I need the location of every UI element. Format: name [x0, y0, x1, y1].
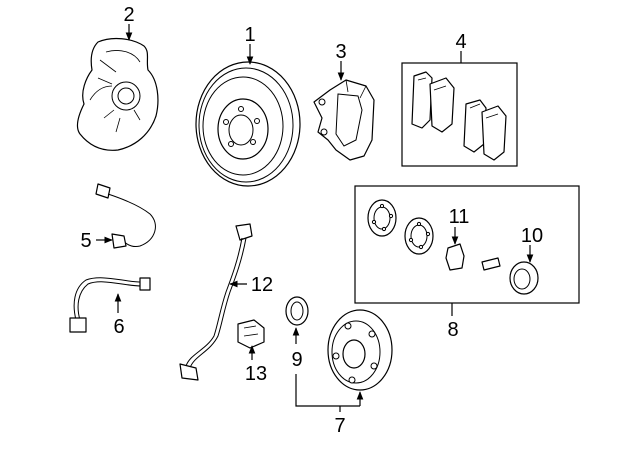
leader-lines [96, 24, 534, 412]
wheel-hub-part [327, 309, 393, 391]
callout-9: 9 [291, 349, 302, 371]
callout-4: 4 [455, 31, 466, 53]
wear-sensor-part [95, 183, 156, 249]
callout-3: 3 [335, 41, 346, 63]
brake-hose-part [69, 277, 151, 333]
callout-13: 13 [245, 363, 267, 385]
callout-11: 11 [449, 206, 470, 228]
brake-caliper-part [313, 79, 375, 161]
callout-8: 8 [447, 319, 458, 341]
callout-5: 5 [80, 230, 91, 252]
callout-1: 1 [244, 24, 255, 46]
callout-10: 10 [521, 225, 543, 247]
callout-labels: 2 1 3 4 5 6 12 13 9 7 11 10 8 [80, 4, 543, 437]
sensor-clip-part [237, 319, 265, 349]
callout-7: 7 [334, 415, 345, 437]
callout-6: 6 [113, 316, 124, 338]
abs-sensor-part [179, 223, 253, 381]
bearing-kit-group [354, 185, 580, 304]
callout-2: 2 [123, 4, 134, 26]
brake-rotor-part [195, 61, 301, 187]
brake-pads-group [401, 62, 518, 167]
hub-seal-part [285, 296, 309, 326]
splash-shield-part [76, 37, 159, 151]
callout-12: 12 [251, 274, 273, 296]
